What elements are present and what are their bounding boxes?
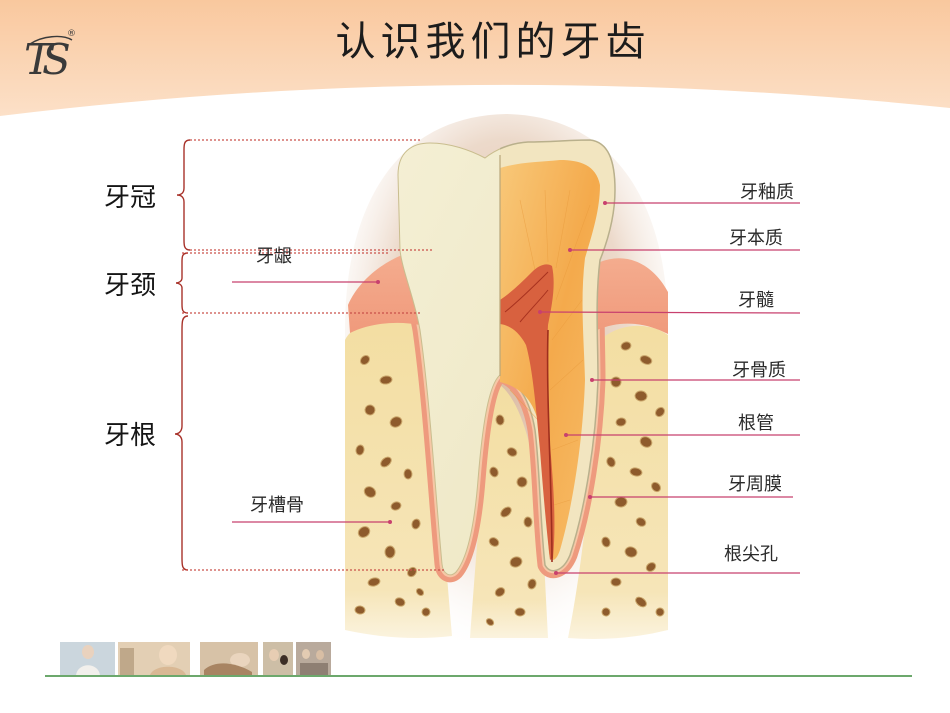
bone-pore	[610, 577, 622, 587]
photo-thumbnail-3	[200, 642, 258, 675]
bone-pore	[615, 417, 627, 427]
bone-pore	[363, 486, 377, 498]
bone-pore	[364, 404, 376, 416]
root-canal	[546, 329, 553, 563]
pulp-vessels	[504, 271, 549, 323]
bone-pore	[639, 355, 653, 365]
bone-pore	[645, 562, 657, 572]
bone-pore	[488, 537, 500, 547]
bone-pore	[367, 577, 381, 587]
bone-pore	[506, 447, 518, 457]
bone-pore	[355, 444, 365, 456]
label-gum: 牙龈	[256, 246, 292, 267]
bone-pore	[379, 375, 393, 385]
slide-title: 认识我们的牙齿	[335, 19, 651, 65]
bone-pore	[390, 501, 402, 511]
bone-pore	[516, 476, 528, 488]
dentin-tubules	[509, 189, 591, 506]
region-brackets	[174, 139, 446, 571]
bone-pore	[489, 466, 499, 478]
bone-pore	[494, 587, 506, 597]
bone-pore	[635, 596, 647, 608]
leader-dot-alveolar-bone	[388, 520, 392, 524]
bone-pore	[634, 390, 648, 402]
bracket-root	[174, 315, 189, 571]
leader-dot-periodontal-membrane	[588, 495, 592, 499]
logo-swash	[29, 35, 73, 45]
bone-pore	[403, 468, 413, 480]
label-root: 牙根	[104, 421, 156, 451]
bone-pore	[523, 516, 533, 528]
bone-pore	[655, 406, 665, 418]
photo-thumbnail-2	[118, 642, 190, 675]
bone-pore	[606, 456, 616, 468]
label-neck: 牙颈	[104, 271, 156, 301]
bone-pore	[639, 436, 653, 448]
label-root-canal: 根管	[738, 413, 774, 434]
leader-dot-gum	[376, 280, 380, 284]
label-crown: 牙冠	[104, 183, 156, 213]
bone-pore	[655, 607, 665, 617]
leader-dot-enamel	[603, 201, 607, 205]
logo-registered-mark: ®	[67, 29, 76, 39]
bone-pore	[635, 517, 647, 527]
label-periodontal-membrane: 牙周膜	[728, 474, 782, 495]
bone-pore	[359, 354, 371, 366]
bone-pore	[601, 536, 611, 548]
label-alveolar-bone: 牙槽骨	[250, 495, 304, 516]
photo-thumbnail-4	[263, 642, 293, 675]
bone-pore	[354, 605, 366, 615]
bone-pore	[527, 578, 537, 590]
tooth-cross-section	[500, 139, 616, 576]
label-apical-foramen: 根尖孔	[724, 544, 778, 565]
bone-pore	[651, 481, 661, 493]
bone-pore	[624, 546, 638, 558]
bone-pore	[614, 496, 628, 508]
photo-thumbnail-1	[60, 642, 115, 675]
bone-pore	[380, 456, 392, 468]
label-cementum: 牙骨质	[732, 360, 786, 381]
bone-pore	[485, 618, 495, 626]
bone-pore	[629, 467, 643, 477]
pulp-chamber	[500, 264, 555, 560]
leader-line-pulp	[539, 311, 801, 314]
leader-dot-dentin	[568, 248, 572, 252]
bone-pore	[357, 526, 371, 538]
bracket-neck	[175, 252, 189, 314]
bone-pore	[495, 414, 505, 426]
tooth-illustration	[345, 114, 668, 640]
bracket-crown	[176, 139, 191, 251]
bone-pore	[620, 341, 632, 351]
bone-pore	[509, 556, 523, 568]
label-pulp: 牙髓	[738, 290, 774, 311]
bone-right	[568, 325, 668, 639]
right-part-labels: 牙釉质 牙本质 牙髓 牙骨质 根管 牙周膜 根尖孔	[538, 182, 801, 575]
photo-thumbnail-5	[296, 642, 331, 675]
leader-dot-cementum	[590, 378, 594, 382]
label-enamel: 牙釉质	[740, 182, 794, 203]
leader-dot-root-canal	[564, 433, 568, 437]
bone-pore	[421, 607, 431, 617]
bone-pore	[601, 607, 611, 617]
bone-pore	[411, 518, 421, 530]
leader-dot-apical-foramen	[554, 571, 558, 575]
bone-pore	[394, 597, 406, 607]
bone-pore	[389, 416, 403, 428]
bone-pore	[384, 545, 396, 559]
bone-pore	[415, 587, 425, 597]
leader-dot-pulp	[538, 310, 542, 314]
dentin-section	[500, 160, 600, 560]
label-dentin: 牙本质	[729, 228, 783, 249]
footer-photo-strip	[60, 642, 331, 675]
bone-pore	[500, 506, 512, 518]
gum-right	[597, 258, 668, 334]
bone-pore	[514, 607, 526, 617]
